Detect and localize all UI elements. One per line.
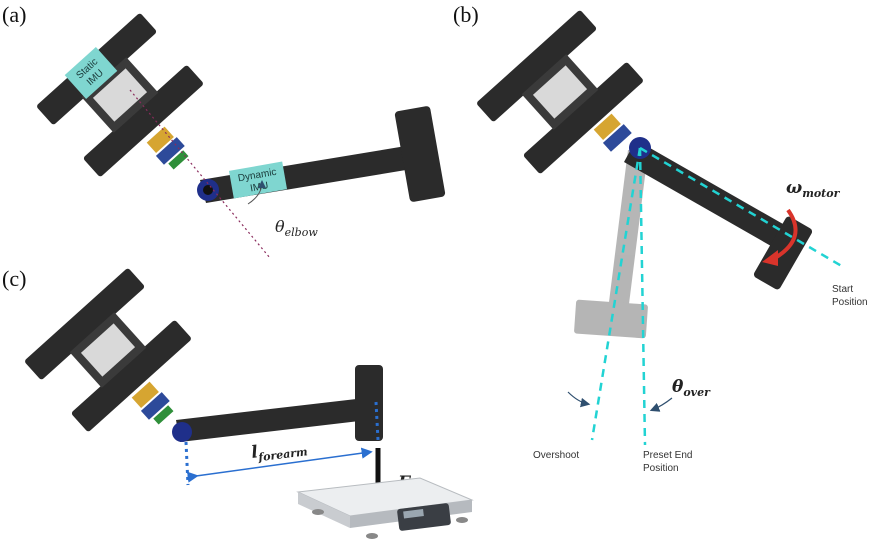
elbow-angle-arc — [247, 180, 266, 205]
weighing-scale — [296, 477, 474, 539]
gear-stack-b — [593, 113, 632, 152]
gear-stack-c — [131, 381, 174, 425]
start-position-line — [639, 146, 846, 270]
gear-stack-a — [146, 126, 189, 170]
base-block-a — [37, 13, 203, 177]
base-block-b — [477, 10, 643, 174]
preset-end-line — [638, 147, 647, 446]
overshoot-line — [590, 147, 642, 441]
dim-left-tick — [184, 441, 190, 486]
start-caption-1: Start — [832, 284, 853, 295]
panel-label-a: (a) — [2, 2, 27, 27]
base-block-c — [25, 268, 191, 432]
overshoot-caption: Overshoot — [533, 450, 579, 461]
panel-label-c: (c) — [2, 266, 27, 291]
overshoot-arc — [567, 391, 591, 408]
elbow-reference-line — [129, 89, 271, 259]
scale-display — [397, 503, 451, 531]
start-caption-2: Position — [832, 297, 868, 308]
forearm-c — [172, 365, 383, 442]
forearm-length-arrow — [186, 447, 373, 483]
theta-over-label: θover — [672, 377, 711, 399]
panel-label-b: (b) — [453, 2, 479, 27]
preset-caption-2: Position — [643, 463, 679, 474]
omega-motor-label: ωmotor — [786, 178, 841, 200]
ghost-arm — [574, 150, 648, 339]
omega-arrow — [773, 208, 798, 260]
preset-caption-1: Preset End — [643, 450, 692, 461]
theta-elbow-label: θelbow — [275, 217, 318, 239]
active-arm-b — [624, 137, 813, 290]
panel-c: lforearm Fm — [25, 268, 474, 539]
l-forearm-label: lforearm — [250, 436, 308, 465]
panel-b: ωmotor θover Start Position Overshoot Pr… — [477, 10, 868, 474]
omega-arrowhead — [762, 250, 778, 266]
dynamic-imu-box: Dynamic IMU — [228, 161, 288, 199]
panel-a: Static IMU Dynamic IMU θelbow — [37, 13, 446, 259]
preset-arc — [649, 397, 673, 412]
